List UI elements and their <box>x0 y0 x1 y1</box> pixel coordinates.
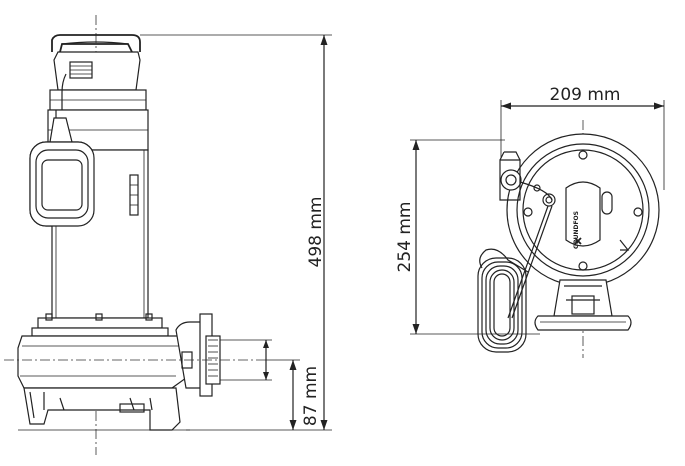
motor-top-circle <box>506 133 660 287</box>
depth-dimension-label: 254 mm <box>395 202 415 273</box>
lifting-handle <box>51 34 141 53</box>
pump-stand <box>23 387 181 431</box>
top-view: GRUNDFOS 209 mm <box>395 85 665 358</box>
width-dimension-label: 209 mm <box>550 85 621 105</box>
top-handle <box>565 181 601 247</box>
brand-logo: GRUNDFOS <box>573 211 580 249</box>
float-cable <box>61 73 67 110</box>
outlet-height-dimension-label: 87 mm <box>301 366 321 426</box>
height-dimension-label: 498 mm <box>306 197 326 268</box>
pump-housing <box>17 335 187 389</box>
side-view: 498 mm 87 mm <box>4 15 332 455</box>
cable-entry <box>500 169 522 191</box>
top-cover <box>53 51 141 91</box>
top-outlet-flange <box>534 315 632 331</box>
coiled-float-cable <box>477 248 529 353</box>
